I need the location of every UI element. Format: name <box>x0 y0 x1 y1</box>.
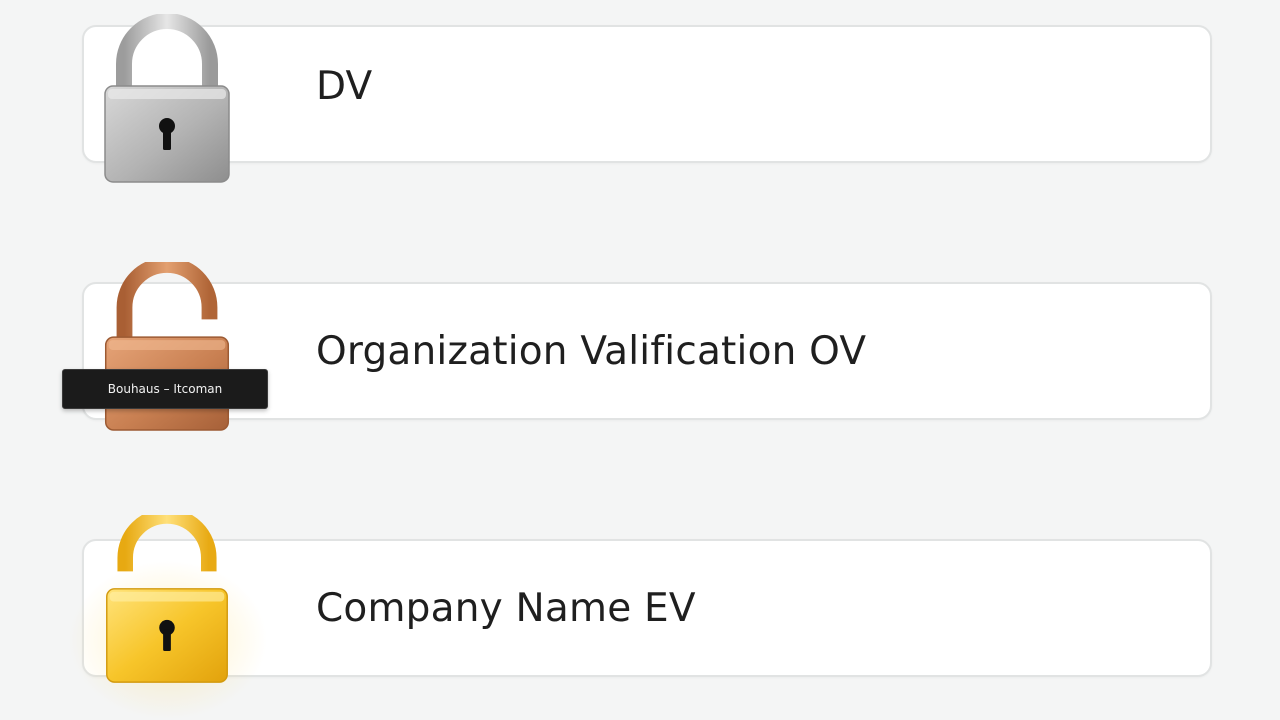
certificate-option-ov[interactable]: Organization Valification OV <box>82 282 1212 420</box>
certificate-option-label: DV <box>316 63 373 109</box>
certificate-option-dv[interactable]: DV <box>82 25 1212 163</box>
tooltip: Bouhaus – Itcoman <box>62 369 268 409</box>
certificate-option-label: Organization Valification OV <box>316 328 867 374</box>
certificate-option-ev[interactable]: Company Name EV <box>82 539 1212 677</box>
gold-padlock-icon <box>106 515 228 683</box>
silver-padlock-icon <box>104 14 230 183</box>
certificate-option-label: Company Name EV <box>316 585 696 631</box>
tooltip-text: Bouhaus – Itcoman <box>107 382 223 396</box>
